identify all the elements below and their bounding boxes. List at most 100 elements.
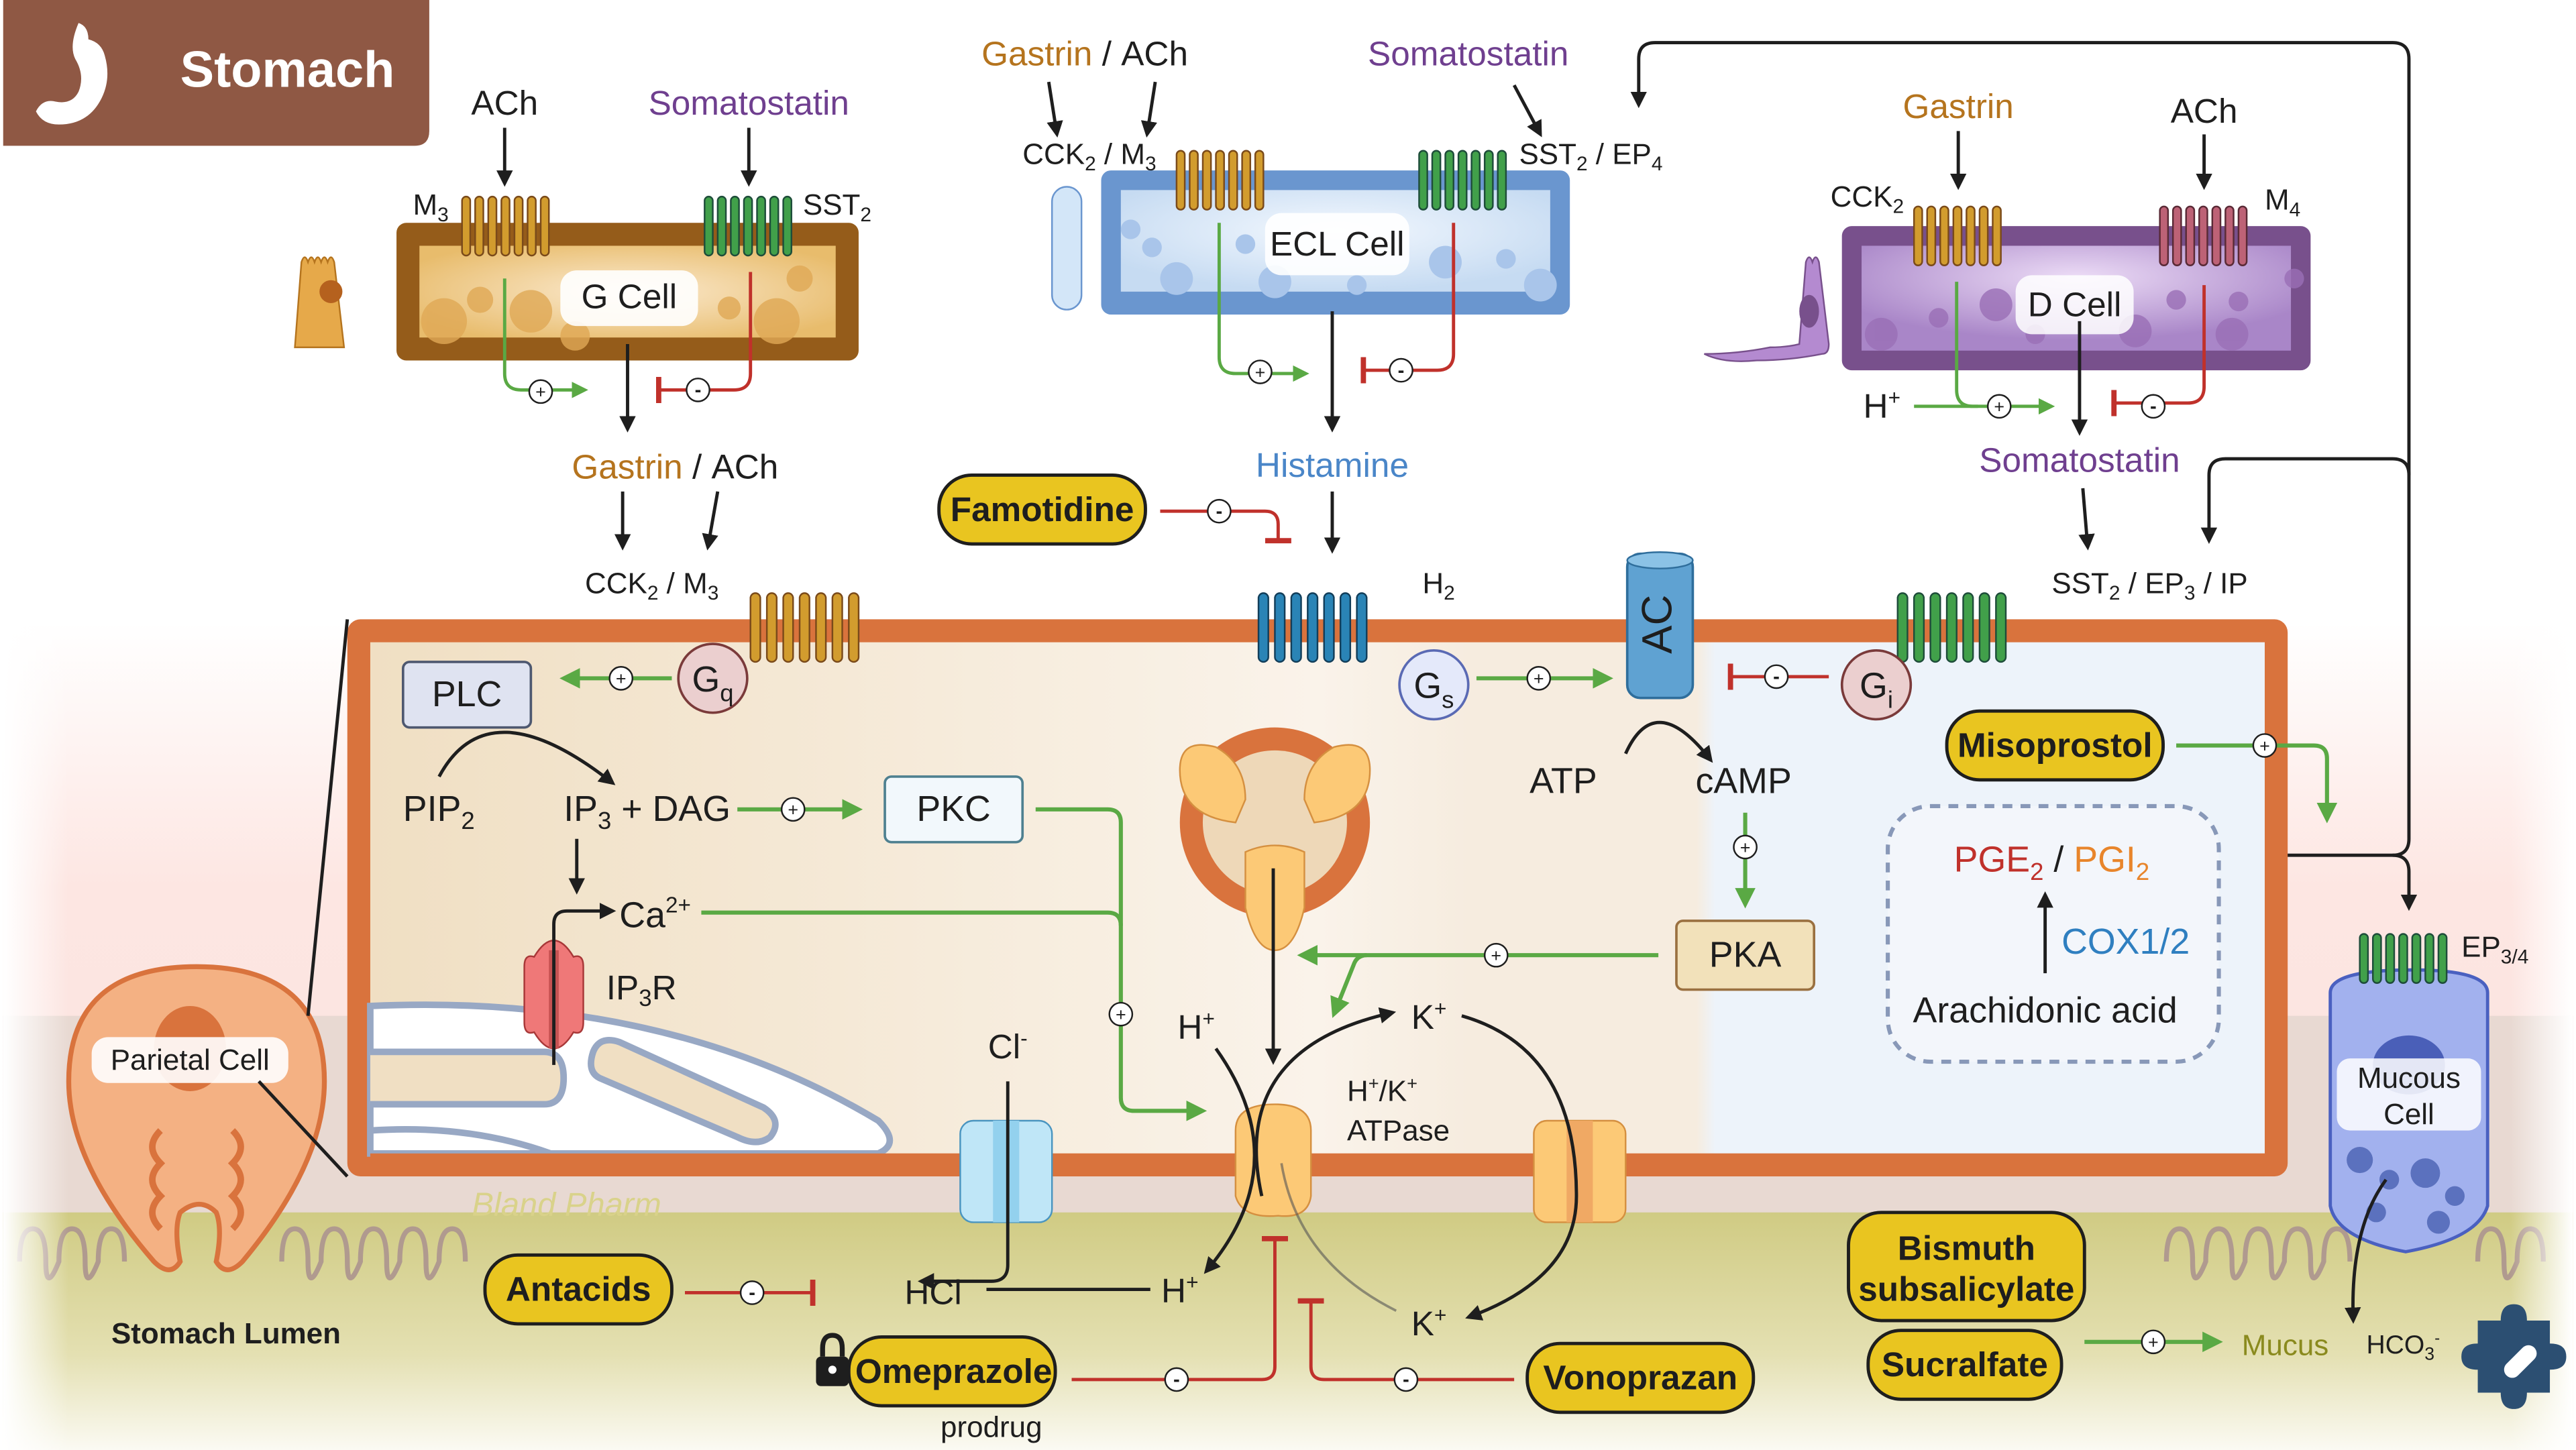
- minus-sign: -: [1164, 1367, 1189, 1392]
- plus-sign: +: [1986, 394, 2012, 419]
- svg-text:-: -: [1773, 666, 1780, 688]
- ip3r-label: IP3R: [606, 968, 677, 1011]
- potassium-channel: [1533, 1119, 1627, 1223]
- minus-sign: -: [739, 1280, 765, 1305]
- sst2-label-gcell: SST2: [803, 188, 871, 226]
- ecl-cell-icon: [1051, 186, 1083, 311]
- cox-label: COX1/2: [2061, 922, 2190, 962]
- pkc-box: PKC: [883, 775, 1024, 844]
- svg-text:-: -: [1398, 359, 1405, 382]
- sst2-ep3-ip-receptor: [1896, 592, 2007, 663]
- bismuth-subsalicylate-drug[interactable]: Bismuth subsalicylate: [1847, 1211, 2086, 1323]
- famotidine-drug[interactable]: Famotidine: [937, 473, 1147, 546]
- hcl-label: HCl: [904, 1274, 962, 1312]
- endoplasmic-reticulum: [367, 1001, 894, 1157]
- plus-sign: +: [1108, 1001, 1134, 1027]
- tubulovesicle: [1179, 727, 1371, 952]
- plus-sign: +: [528, 379, 553, 404]
- bismuth-label-1: Bismuth: [1898, 1229, 2035, 1268]
- plus-sign: +: [780, 797, 806, 822]
- svg-text:AC: AC: [1634, 595, 1681, 654]
- somatostatin-output-label: Somatostatin: [1979, 441, 2180, 480]
- svg-text:+: +: [1994, 397, 2004, 417]
- svg-text:Gi: Gi: [1860, 666, 1893, 714]
- antacids-drug[interactable]: Antacids: [483, 1253, 674, 1326]
- prostaglandin-box: PGE2 / PGI2 COX1/2 Arachidonic acid: [1886, 803, 2221, 1064]
- antacids-label: Antacids: [506, 1270, 651, 1308]
- svg-text:-: -: [1403, 1369, 1409, 1391]
- svg-text:+: +: [1255, 362, 1266, 382]
- g-cell: G Cell: [294, 223, 859, 361]
- minus-sign: -: [1764, 664, 1789, 689]
- mucous-cell-label-2: Cell: [2383, 1098, 2434, 1131]
- h2-label: H2: [1422, 567, 1454, 604]
- vonoprazan-drug[interactable]: Vonoprazan: [1525, 1341, 1756, 1414]
- plus-sign: +: [2252, 733, 2277, 758]
- gq-protein: Gq: [677, 643, 749, 714]
- h-plus-out-label: H+: [1161, 1270, 1199, 1310]
- plus-sign: +: [1483, 942, 1509, 968]
- svg-text:PLC: PLC: [432, 674, 502, 714]
- plc-box: PLC: [401, 661, 533, 729]
- omeprazole-drug[interactable]: Omeprazole: [847, 1335, 1057, 1408]
- histamine-label: Histamine: [1256, 446, 1409, 484]
- svg-text:+: +: [535, 382, 546, 402]
- parietal-cell-label: Parietal Cell: [111, 1044, 270, 1076]
- d-cell-input-gastrin: Gastrin: [1902, 87, 2013, 125]
- plus-sign: +: [1733, 834, 1758, 860]
- svg-text:+: +: [1491, 946, 1501, 966]
- m3-receptor-gcell: [461, 195, 550, 257]
- adenylyl-cyclase: AC: [1625, 551, 1695, 700]
- plus-sign: +: [1526, 666, 1552, 691]
- parietal-input-label: Gastrin / ACh: [572, 447, 778, 486]
- chloride-label: Cl-: [988, 1026, 1028, 1066]
- svg-text:+: +: [1534, 669, 1544, 689]
- cck2-receptor-dcell: [1913, 205, 2002, 266]
- proton-label-dcell: H+: [1863, 385, 1900, 425]
- minus-sign: -: [1207, 498, 1232, 524]
- g-cell-input-somatostatin: Somatostatin: [649, 84, 849, 122]
- header-title: Stomach: [180, 41, 395, 98]
- svg-text:-: -: [2150, 396, 2157, 418]
- lock-icon: [816, 1333, 849, 1386]
- g-cell-input-ach: ACh: [471, 84, 538, 122]
- stomach-lumen: [3, 1212, 2573, 1450]
- mucous-cell: Mucous Cell: [2328, 968, 2489, 1253]
- gi-protein: Gi: [1840, 649, 1913, 721]
- cck2-receptor-ecl: [1175, 150, 1265, 211]
- svg-text:+: +: [2148, 1333, 2159, 1353]
- svg-text:-: -: [749, 1282, 755, 1304]
- mucous-cell-label-1: Mucous: [2357, 1062, 2461, 1095]
- misoprostol-label: Misoprostol: [1957, 726, 2153, 765]
- puzzle-pill-logo: [2461, 1304, 2567, 1409]
- sucralfate-drug[interactable]: Sucralfate: [1866, 1329, 2063, 1401]
- h-k-atpase-pump: [1234, 1103, 1312, 1217]
- svg-text:PKA: PKA: [1709, 934, 1782, 974]
- d-cell-label: D Cell: [2028, 285, 2122, 323]
- h-plus-in-label: H+: [1177, 1006, 1215, 1046]
- omeprazole-prodrug-note: prodrug: [941, 1410, 1042, 1443]
- watermark: Bland Pharm: [472, 1187, 661, 1223]
- svg-text:+: +: [1116, 1005, 1126, 1025]
- parietal-cell-icon: Parietal Cell: [66, 964, 327, 1272]
- k-plus-out-label: K+: [1411, 1302, 1447, 1343]
- pump-label-line2: ATPase: [1347, 1114, 1450, 1147]
- sst2-ep3-ip-label: SST2 / EP3 / IP: [2051, 567, 2247, 604]
- svg-text:-: -: [695, 379, 702, 401]
- atp-label: ATP: [1529, 761, 1597, 801]
- misoprostol-drug[interactable]: Misoprostol: [1945, 709, 2165, 782]
- sst2-receptor-ecl: [1418, 150, 1507, 211]
- pip2-label: PIP2: [403, 789, 475, 834]
- minus-sign: -: [1389, 357, 1413, 383]
- bismuth-label-2: subsalicylate: [1858, 1270, 2074, 1308]
- svg-text:PKC: PKC: [916, 789, 991, 829]
- cck2-label-dcell: CCK2: [1831, 180, 1904, 218]
- vonoprazan-label: Vonoprazan: [1543, 1359, 1737, 1397]
- ecl-cell-label: ECL Cell: [1270, 225, 1405, 263]
- cck2-m3-label-ecl: CCK2 / M3: [1022, 137, 1156, 175]
- svg-text:-: -: [1173, 1369, 1180, 1391]
- h2-receptor: [1257, 592, 1368, 663]
- bicarbonate-label: HCO3-: [2366, 1329, 2440, 1363]
- svg-text:+: +: [1740, 838, 1751, 858]
